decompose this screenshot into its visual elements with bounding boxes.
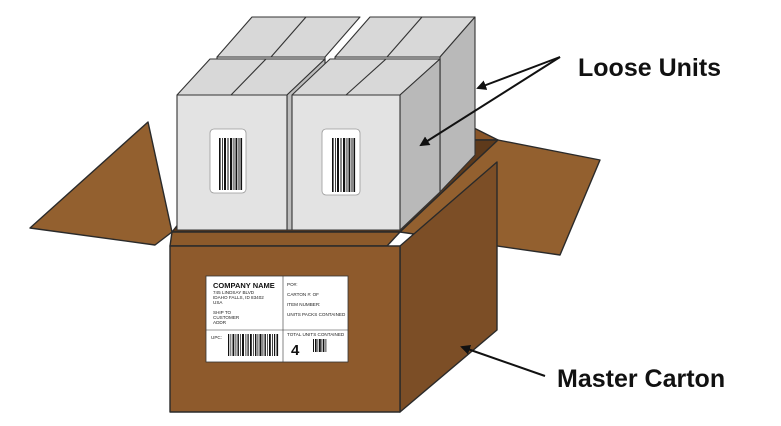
label-item-number: ITEM NUMBER: (287, 302, 320, 307)
label-total-units-value: 4 (291, 342, 300, 359)
label-upc-barcode (228, 334, 279, 356)
label-ship-to-3: ADDR (213, 320, 227, 325)
loose-units-callout: Loose Units (578, 54, 721, 82)
label-carton-number: CARTON #: OF (287, 292, 319, 297)
label-units-packs: UNITS PACKS CONTAINED (287, 312, 346, 317)
carton-front-flap (169, 231, 401, 247)
loose-unit (291, 58, 441, 231)
label-total-units-caption: TOTAL UNITS CONTAINED (287, 332, 345, 337)
label-company-name: COMPANY NAME (213, 281, 275, 290)
loose-units (176, 16, 476, 231)
label-address-line1: 745 LINDSAY BLVD (213, 290, 255, 295)
master-carton-arrow (460, 344, 546, 377)
loose-units-arrow-lower (419, 56, 561, 147)
label-upc: UPC: (211, 335, 222, 340)
label-small-barcode (313, 339, 327, 352)
label-ship-to-2: CUSTOMER (213, 315, 240, 320)
label-address-line2: IDAHO FALLS, ID 83402 (213, 295, 264, 300)
label-po: PO#: (287, 282, 297, 287)
label-country: USA (213, 300, 223, 305)
label-ship-to-1: SHIP TO (213, 310, 232, 315)
master-carton-callout: Master Carton (557, 365, 725, 393)
loose-units-arrow-upper (476, 56, 561, 90)
carton-left-flap (29, 121, 173, 246)
shipping-label: COMPANY NAME 745 LINDSAY BLVD IDAHO FALL… (205, 275, 349, 363)
